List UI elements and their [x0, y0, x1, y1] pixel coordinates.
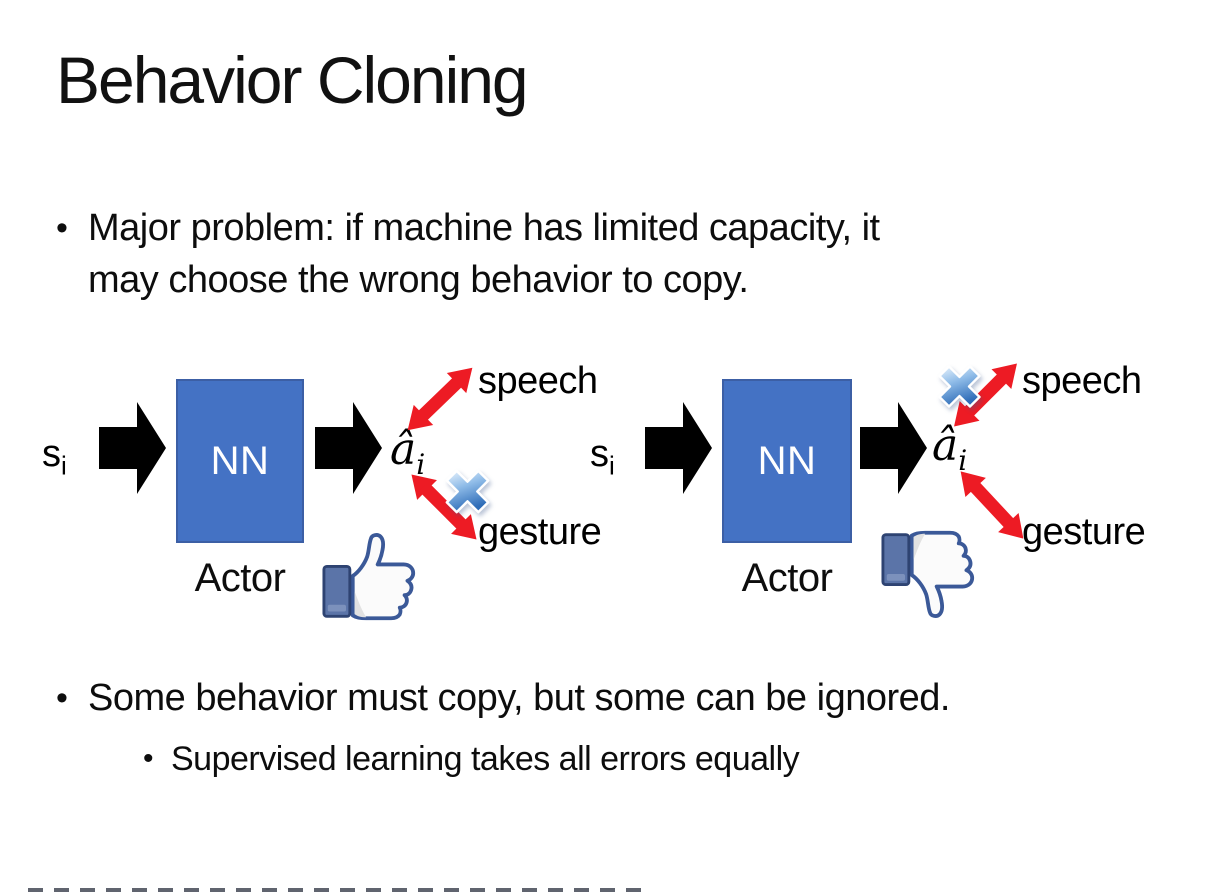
cut-off-text-artifact: [28, 888, 643, 892]
thumbs-up-icon: [322, 533, 416, 621]
bullet-line: may choose the wrong behavior to copy.: [88, 259, 749, 301]
slide-title: Behavior Cloning: [56, 43, 529, 117]
right-gesture-label: gesture: [1022, 511, 1146, 553]
left-gesture-cross-out-icon: [445, 469, 490, 514]
right-nn-label: NN: [757, 438, 817, 483]
right-actor-caption: Actor: [741, 556, 833, 600]
thumbs-down-icon: [881, 530, 975, 618]
left-actor-caption: Actor: [194, 556, 286, 600]
left-input-label: si: [42, 433, 67, 481]
right-input-flow-arrow-icon: [645, 402, 712, 494]
bullet-marker: •: [56, 209, 68, 247]
right-input-label: si: [590, 433, 615, 481]
left-gesture-label: gesture: [478, 511, 602, 553]
bullet-line: Major problem: if machine has limited ca…: [88, 207, 880, 249]
bullet-line: Supervised learning takes all errors equ…: [171, 740, 800, 778]
bullet-marker: •: [56, 679, 68, 717]
bullet-marker: •: [143, 742, 154, 775]
bullet-major-problem: • Major problem: if machine has limited …: [56, 202, 1106, 306]
left-nn-label: NN: [210, 438, 270, 483]
right-output-label: âi: [932, 420, 968, 477]
right-output-flow-arrow-icon: [860, 402, 927, 494]
right-nn-box: NN: [722, 379, 852, 543]
left-speech-relation-arrow-icon: [398, 358, 482, 441]
left-nn-box: NN: [176, 379, 304, 543]
bullet-line: Some behavior must copy, but some can be…: [88, 677, 950, 719]
left-output-flow-arrow-icon: [315, 402, 382, 494]
bullet-supervised-learning: • Supervised learning takes all errors e…: [143, 736, 1143, 782]
left-input-flow-arrow-icon: [99, 402, 166, 494]
right-speech-label: speech: [1022, 360, 1142, 402]
bullet-some-behavior: • Some behavior must copy, but some can …: [56, 672, 1136, 724]
right-speech-cross-out-icon: [938, 365, 981, 408]
left-speech-label: speech: [478, 360, 598, 402]
